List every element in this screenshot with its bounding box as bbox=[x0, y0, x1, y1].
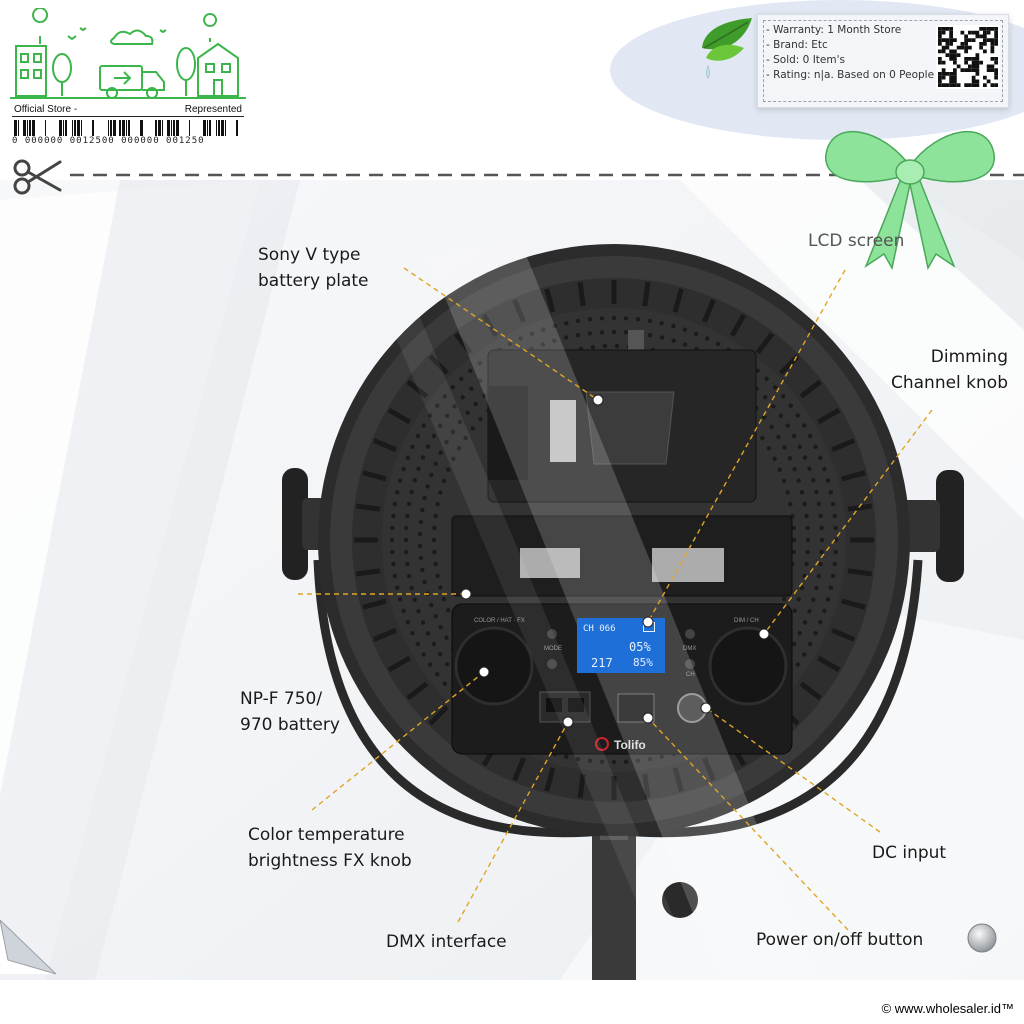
mode-button[interactable] bbox=[547, 629, 557, 639]
dmx-port-in bbox=[546, 698, 562, 712]
product-info-box: - Warranty: 1 Month Store - Brand: Etc -… bbox=[757, 14, 1009, 108]
callout-dc-input: DC input bbox=[872, 843, 947, 863]
ch-button[interactable] bbox=[685, 659, 695, 669]
callout-npf-battery: NP-F 750/ 970 battery bbox=[240, 689, 340, 735]
warranty-text: - Warranty: 1 Month Store bbox=[766, 24, 902, 36]
copyright-text: © www.wholesaler.id™ bbox=[881, 1001, 1014, 1016]
divider bbox=[12, 116, 244, 117]
scissors-icon bbox=[13, 159, 62, 195]
ch-label: CH bbox=[686, 672, 695, 678]
callout-power-button: Power on/off button bbox=[756, 930, 924, 950]
lcd-channel: CH 066 bbox=[583, 624, 616, 634]
lcd-saturation: 85% bbox=[633, 656, 653, 669]
v-plate-sticker bbox=[550, 400, 576, 462]
battery-slot-label-right bbox=[652, 548, 724, 582]
page-curl-corner bbox=[0, 920, 57, 975]
brand-text: Tolifo bbox=[614, 738, 646, 752]
stand-knob bbox=[662, 882, 698, 918]
dmx-port-out bbox=[568, 698, 584, 712]
barcode-graphic bbox=[14, 120, 238, 136]
info-list: - Warranty: 1 Month Store - Brand: Etc -… bbox=[766, 23, 934, 83]
mode-button-2[interactable] bbox=[547, 659, 557, 669]
lcd-hue: 217 bbox=[591, 656, 613, 670]
leaves-icon bbox=[702, 18, 752, 79]
top-screw bbox=[628, 330, 644, 354]
left-panel-label: COLOR / HAT · FX bbox=[474, 618, 525, 624]
callout-color-temperature-knob: Color temperature brightness FX knob bbox=[248, 825, 412, 871]
dmx-button[interactable] bbox=[685, 629, 695, 639]
brand-text: - Brand: Etc bbox=[766, 39, 828, 51]
rating-text: - Rating: n|a. Based on 0 People bbox=[766, 69, 935, 81]
callout-lcd-screen: LCD screen bbox=[808, 231, 905, 251]
info-dashed-border bbox=[763, 20, 1003, 102]
right-panel-label: DIM / CH bbox=[734, 618, 759, 624]
stand-pole bbox=[592, 830, 636, 980]
represented-label: Represented bbox=[184, 104, 242, 115]
lcd-screen: CH 066 05% 217 85% bbox=[577, 618, 665, 673]
city-delivery-illustration bbox=[10, 7, 246, 99]
sold-text: - Sold: 0 Item's bbox=[766, 54, 845, 66]
control-panel bbox=[451, 603, 793, 755]
glass-reflection-thin bbox=[380, 294, 700, 980]
mode-label: MODE bbox=[544, 646, 562, 652]
v-plate-latch bbox=[488, 386, 528, 480]
ribbon-bow-icon bbox=[825, 130, 995, 270]
qr-code-icon bbox=[936, 25, 1000, 89]
left-lock-knob bbox=[282, 468, 308, 580]
battery-slot-label-left bbox=[520, 548, 580, 578]
store-label: Official Store - bbox=[14, 104, 78, 115]
dmx-label: DMX bbox=[683, 646, 696, 652]
dimming-channel-knob[interactable] bbox=[708, 626, 788, 706]
metal-button-icon bbox=[967, 923, 997, 953]
color-temperature-knob[interactable] bbox=[454, 626, 534, 706]
right-lock-knob bbox=[936, 470, 964, 582]
callout-sony-v-type: Sony V type battery plate bbox=[258, 245, 369, 291]
footer-strip bbox=[0, 980, 1024, 1024]
official-store-badge: Official Store - Represented 0 000000 00… bbox=[10, 7, 246, 148]
glass-reflection bbox=[430, 240, 820, 980]
lcd-brightness: 05% bbox=[629, 640, 651, 654]
barcode-number: 0 000000 0012500 000000 001250 bbox=[12, 136, 205, 146]
tolifo-logo-icon bbox=[595, 737, 609, 751]
callout-dimming-channel-knob: Dimming Channel knob bbox=[890, 347, 1008, 393]
callout-dmx-interface: DMX interface bbox=[386, 932, 507, 952]
v-plate-mount bbox=[585, 391, 675, 465]
